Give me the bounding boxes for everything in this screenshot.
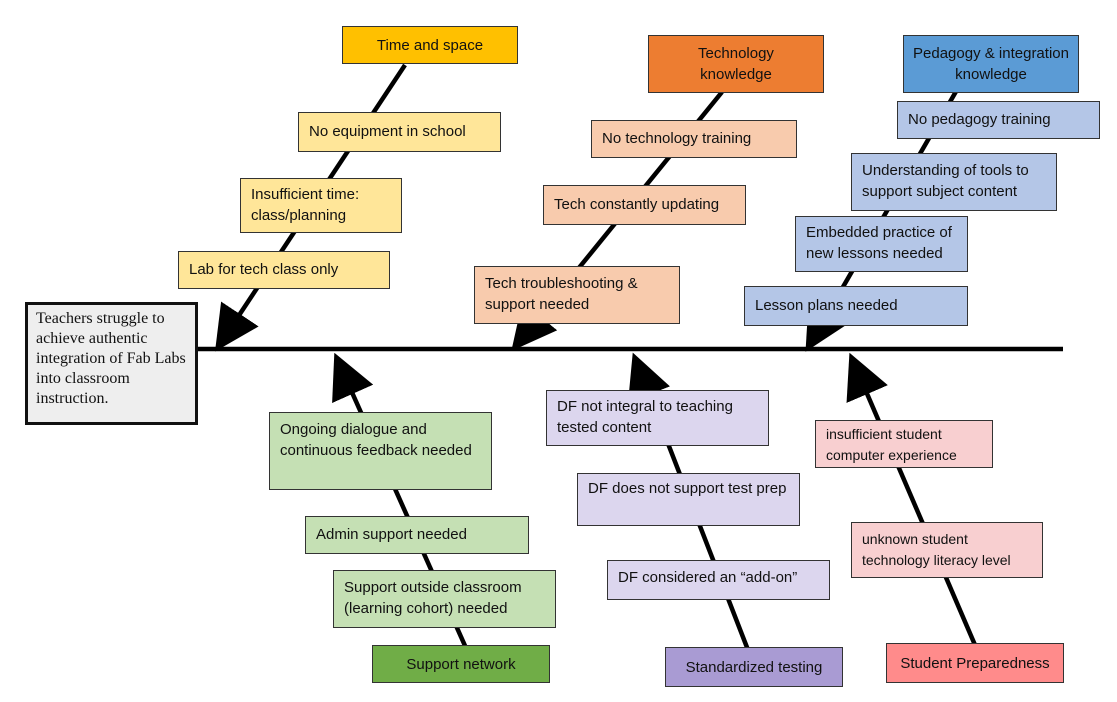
- cause-support-3: Support outside classroom (learning coho…: [333, 570, 556, 628]
- category-pedagogy: Pedagogy & integration knowledge: [903, 35, 1079, 93]
- cause-preparedness-2: unknown student technology literacy leve…: [851, 522, 1043, 578]
- cause-technology-1: No technology training: [591, 120, 797, 158]
- cause-time-space-3: Lab for tech class only: [178, 251, 390, 289]
- cause-pedagogy-1: No pedagogy training: [897, 101, 1100, 139]
- cause-pedagogy-2: Understanding of tools to support subjec…: [851, 153, 1057, 211]
- cause-time-space-2: Insufficient time: class/planning: [240, 178, 402, 233]
- cause-testing-1: DF not integral to teaching tested conte…: [546, 390, 769, 446]
- category-preparedness: Student Preparedness: [886, 643, 1064, 683]
- cause-testing-2: DF does not support test prep: [577, 473, 800, 526]
- cause-pedagogy-3: Embedded practice of new lessons needed: [795, 216, 968, 272]
- cause-preparedness-1: insufficient student computer experience: [815, 420, 993, 468]
- cause-testing-3: DF considered an “add-on”: [607, 560, 830, 600]
- category-technology: Technology knowledge: [648, 35, 824, 93]
- cause-pedagogy-4: Lesson plans needed: [744, 286, 968, 326]
- bone-preparedness: [846, 352, 978, 646]
- cause-technology-2: Tech constantly updating: [543, 185, 746, 225]
- problem-statement: Teachers struggle to achieve authentic i…: [25, 302, 198, 425]
- cause-time-space-1: No equipment in school: [298, 112, 501, 152]
- category-testing: Standardized testing: [665, 647, 843, 687]
- cause-support-2: Admin support needed: [305, 516, 529, 554]
- category-support: Support network: [372, 645, 550, 683]
- category-time-space: Time and space: [342, 26, 518, 64]
- cause-support-1: Ongoing dialogue and continuous feedback…: [269, 412, 492, 490]
- cause-technology-3: Tech troubleshooting & support needed: [474, 266, 680, 324]
